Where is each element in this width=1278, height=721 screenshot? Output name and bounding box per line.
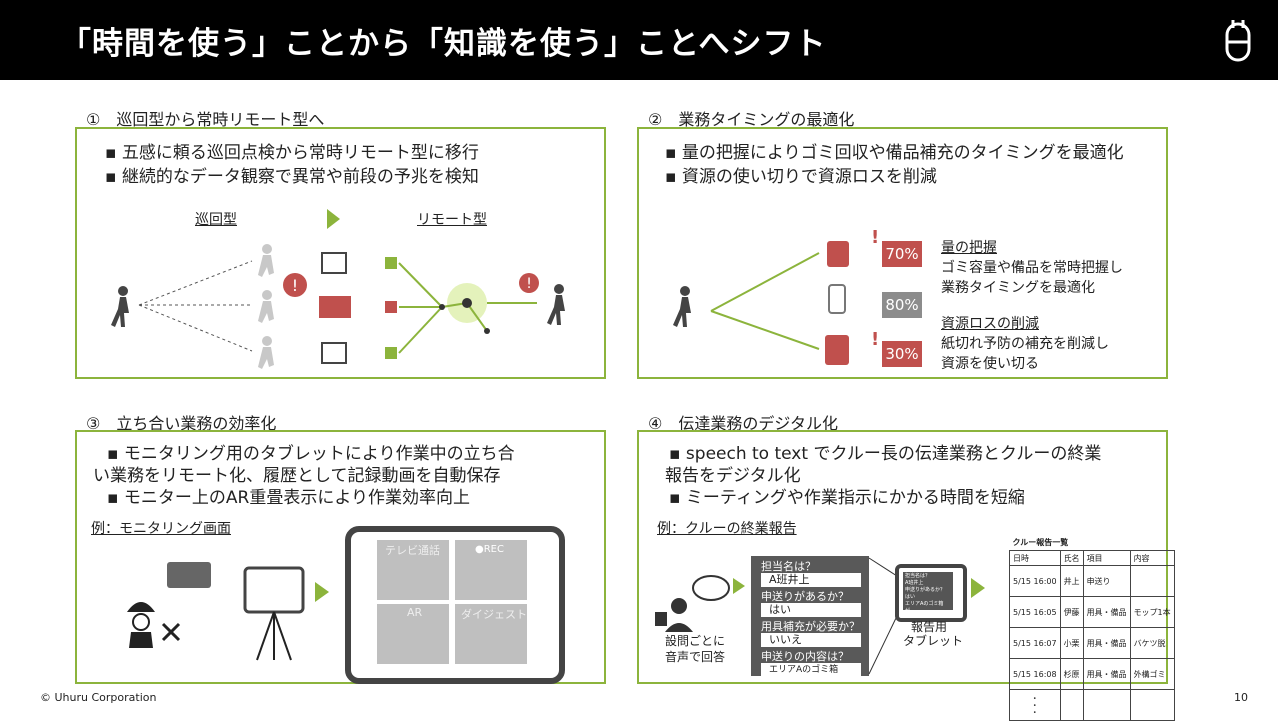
note1-line: 業務タイミングを最適化 bbox=[941, 280, 1095, 296]
tile-recording[interactable]: ●REC bbox=[455, 540, 527, 600]
speaker-diagram bbox=[655, 575, 745, 632]
level-badge: 80% bbox=[882, 292, 922, 318]
meter-icon bbox=[321, 342, 347, 364]
alert-icon: ! bbox=[283, 273, 307, 297]
section4-bullet-3: ▪ ミーティングや作業指示にかかる時間を短縮 bbox=[669, 488, 1025, 508]
section3-title: ③ 立ち合い業務の効率化 bbox=[86, 414, 277, 433]
section2-bullet-1: ▪ 量の把握によりゴミ回収や備品補充のタイミングを最適化 bbox=[665, 143, 1124, 163]
note1-line: ゴミ容量や備品を常時把握し bbox=[941, 260, 1123, 276]
page-number: 10 bbox=[1234, 691, 1248, 704]
remote-label: リモート型 bbox=[417, 212, 487, 228]
patrol-vs-remote-diagram: ! ! bbox=[111, 209, 565, 369]
patrol-label: 巡回型 bbox=[195, 212, 237, 228]
svg-text:!: ! bbox=[526, 276, 532, 292]
section4-panel: ▪ speech to text でクルー長の伝達業務とクルーの終業 報告をデジ… bbox=[637, 430, 1175, 721]
wrench-icon bbox=[161, 622, 181, 642]
section1-title: ① 巡回型から常時リモート型へ bbox=[86, 110, 325, 129]
trash-bin-icon bbox=[827, 241, 849, 267]
section1-bullet-2: ▪ 継続的なデータ観察で異常や前段の予兆を検知 bbox=[105, 167, 479, 187]
level-badge: 70% bbox=[882, 241, 922, 267]
tile-digest[interactable]: ダイジェスト bbox=[455, 604, 527, 664]
motor-icon bbox=[319, 296, 351, 318]
section3-bullet-1: ▪ モニタリング用のタブレットにより作業中の立ち合 bbox=[107, 444, 515, 464]
svg-text:!: ! bbox=[871, 227, 879, 248]
svg-text:!: ! bbox=[292, 276, 298, 295]
tablet-caption: タブレット bbox=[903, 634, 964, 648]
monitoring-setup bbox=[127, 562, 329, 661]
arrow-icon bbox=[733, 578, 745, 594]
section4-bullet-2: 報告をデジタル化 bbox=[665, 466, 801, 486]
resource-diagram: ! ! bbox=[673, 227, 879, 365]
section1-panel: ▪ 五感に頼る巡回点検から常時リモート型に移行 ▪ 継続的なデータ観察で異常や前… bbox=[75, 127, 606, 379]
arrow-icon bbox=[971, 578, 985, 598]
copyright: © Uhuru Corporation bbox=[40, 691, 157, 704]
svg-text:!: ! bbox=[871, 329, 879, 350]
report-tablet[interactable]: 担当名は？ A班井上 申送りがあるか？ はい エリアAのゴミ箱が… bbox=[895, 564, 967, 622]
section3-bullet-3: ▪ モニター上のAR重畳表示により作業効率向上 bbox=[107, 488, 471, 508]
arrow-icon bbox=[327, 209, 340, 229]
example-label: 例：モニタリング画面 bbox=[91, 521, 231, 537]
speaker-caption: 設問ごとに bbox=[665, 634, 726, 648]
tile-video-call[interactable]: テレビ通話 bbox=[377, 540, 449, 600]
tablet-screen: 担当名は？ A班井上 申送りがあるか？ はい エリアAのゴミ箱が… bbox=[903, 572, 953, 614]
paper-roll-icon bbox=[825, 335, 849, 365]
note2-line: 資源を使い切る bbox=[941, 356, 1039, 372]
arrow-icon bbox=[315, 582, 329, 602]
note1-title: 量の把握 bbox=[941, 240, 997, 256]
qa-panel: 担当名は？ A班井上 申送りがあるか？ はい 用具補充が必要か？ いいえ 申送り… bbox=[751, 556, 869, 677]
section4-bullet-1: ▪ speech to text でクルー長の伝達業務とクルーの終業 bbox=[669, 444, 1102, 464]
meter-icon bbox=[321, 252, 347, 274]
worker-icon bbox=[655, 598, 693, 632]
walking-person-icon bbox=[673, 286, 691, 327]
walking-person-icon bbox=[111, 286, 129, 327]
section4-title: ④ 伝達業務のデジタル化 bbox=[648, 414, 839, 433]
worker-helmet-icon bbox=[127, 602, 155, 648]
faded-person-icon bbox=[258, 244, 274, 369]
sensor-chip-icon bbox=[385, 257, 397, 359]
level-badge: 30% bbox=[882, 341, 922, 367]
note2-title: 資源ロスの削減 bbox=[941, 316, 1039, 332]
tablet-caption: 報告用 bbox=[911, 620, 948, 634]
example-label: 例：クルーの終業報告 bbox=[657, 521, 797, 537]
section1-bullet-1: ▪ 五感に頼る巡回点検から常時リモート型に移行 bbox=[105, 143, 479, 163]
alert-icon: ! bbox=[519, 273, 539, 293]
speech-bubble-icon bbox=[692, 575, 730, 601]
motor-icon bbox=[167, 562, 211, 588]
monitor-tablet: テレビ通話 ●REC AR ダイジェスト bbox=[345, 526, 565, 684]
header-bar bbox=[0, 0, 1278, 80]
section2-title: ② 業務タイミングの最適化 bbox=[648, 110, 855, 129]
speaker-caption: 音声で回答 bbox=[665, 650, 726, 664]
tile-ar[interactable]: AR bbox=[377, 604, 449, 664]
soap-bottle-icon bbox=[828, 284, 846, 314]
page-title: 「時間を使う」ことから「知識を使う」ことへシフト bbox=[60, 26, 827, 62]
tablet-on-tripod-icon bbox=[243, 566, 305, 614]
walking-person-icon bbox=[547, 284, 565, 325]
note2-line: 紙切れ予防の補充を削減し bbox=[941, 336, 1109, 352]
uhuru-logo-icon bbox=[1225, 20, 1251, 62]
section2-bullet-2: ▪ 資源の使い切りで資源ロスを削減 bbox=[665, 167, 937, 187]
section3-bullet-2: い業務をリモート化、履歴として記録動画を自動保存 bbox=[93, 466, 501, 486]
section3-panel: ▪ モニタリング用のタブレットにより作業中の立ち合 い業務をリモート化、履歴とし… bbox=[75, 430, 606, 684]
table-ellipsis: ・ ・ ・ bbox=[1009, 689, 1061, 721]
section2-panel: ▪ 量の把握によりゴミ回収や備品補充のタイミングを最適化 ▪ 資源の使い切りで資… bbox=[637, 127, 1168, 379]
